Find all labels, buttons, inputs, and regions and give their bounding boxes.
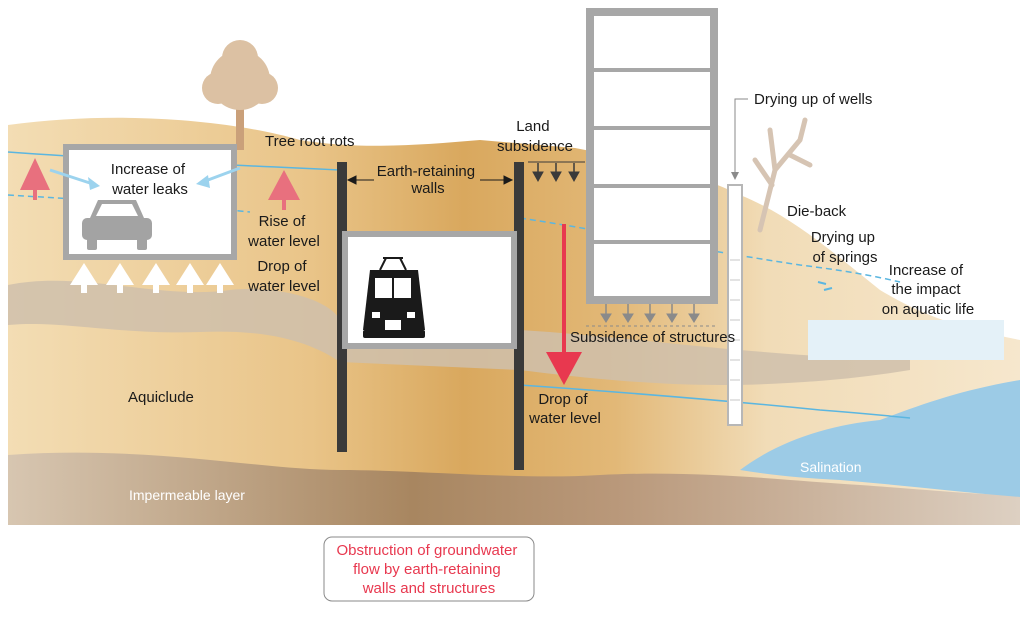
- water-body: [740, 380, 1020, 497]
- aquatic-life-box: [808, 320, 1004, 360]
- label-salination: Salination: [800, 459, 862, 475]
- impermeable-layer: [8, 452, 1020, 525]
- label-drying-up-springs: Drying up of springs: [811, 229, 879, 266]
- wells-callout-head: [731, 172, 739, 180]
- label-increase-impact-aquatic: Increase of the impact on aquatic life: [882, 262, 975, 318]
- label-earth-retaining-walls: Earth-retaining walls: [377, 163, 480, 197]
- label-drying-up-wells: Drying up of wells: [754, 91, 872, 108]
- label-increase-water-leaks: Increase of water leaks: [111, 161, 189, 198]
- label-impermeable-layer: Impermeable layer: [129, 487, 245, 503]
- water-table-lower: [519, 384, 911, 419]
- spring-droplets: [817, 281, 833, 291]
- label-drop-water-level-center: Drop of water level: [528, 391, 601, 427]
- label-aquiclude: Aquiclude: [128, 389, 194, 406]
- label-tree-root-rots: Tree root rots: [265, 133, 354, 150]
- well-icon: [727, 184, 743, 426]
- walls-dimension-arrow: [346, 175, 514, 185]
- obstruction-note-text: Obstruction of groundwater flow by earth…: [336, 542, 521, 597]
- retaining-wall-right: [514, 162, 524, 470]
- label-die-back: Die-back: [787, 203, 847, 220]
- train-icon: [363, 257, 425, 338]
- tree-icon: [202, 40, 278, 150]
- building-icon: [586, 8, 718, 304]
- rise-arrow-center: [268, 170, 300, 210]
- wells-callout-line: [734, 98, 748, 175]
- label-drop-water-level-left: Drop of water level: [247, 258, 320, 295]
- drop-arrow: [546, 224, 582, 385]
- label-rise-water-level: Rise of water level: [247, 213, 320, 250]
- leak-arrow-right-head: [196, 175, 210, 188]
- obstruction-note-box: [323, 536, 535, 602]
- uplift-arrows: [70, 263, 234, 293]
- car-icon: [82, 200, 152, 250]
- label-land-subsidence: Land subsidence: [497, 118, 573, 155]
- land-subsidence-arrows: [528, 161, 585, 183]
- water-table-dashed-right: [519, 217, 901, 283]
- leak-arrow-left-head: [88, 177, 100, 190]
- leak-arrow-left: [49, 168, 97, 187]
- rise-arrow-left: [20, 158, 50, 200]
- dead-tree-icon: [752, 117, 813, 233]
- structure-subsidence-arrows: [586, 304, 716, 327]
- label-subsidence-structures: Subsidence of structures: [570, 329, 735, 346]
